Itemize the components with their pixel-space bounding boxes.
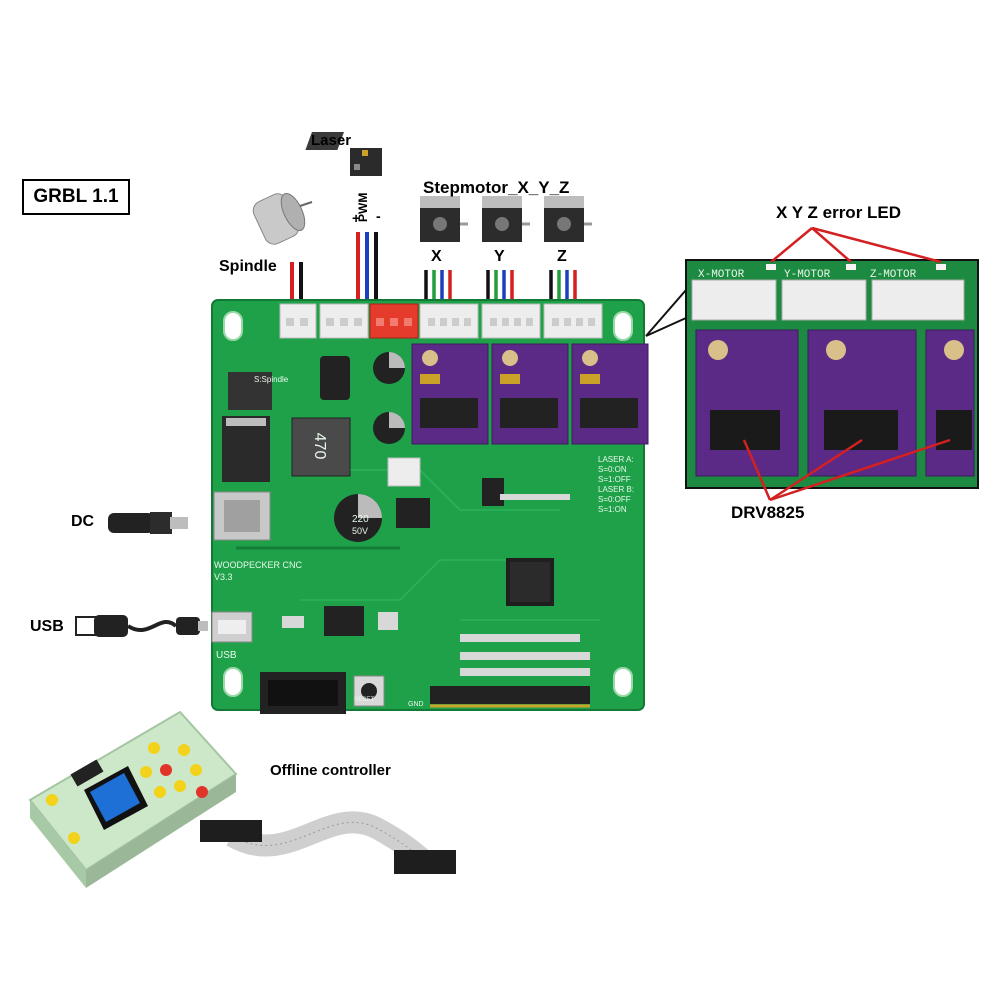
silk-laser-a-s0: S=0:ON xyxy=(598,465,627,474)
z-motor-connector xyxy=(543,303,603,339)
stepper-wires-y xyxy=(486,270,514,302)
capacitor-mid xyxy=(373,412,405,444)
stepper-motor-z-image xyxy=(544,196,592,242)
axis-z-label: Z xyxy=(557,248,567,265)
silk-laser-b: LASER B: xyxy=(598,485,634,494)
pin-header-row xyxy=(430,686,590,708)
spindle-wires xyxy=(290,262,303,300)
offline-controller-label: Offline controller xyxy=(270,762,391,779)
smd-components xyxy=(282,494,590,676)
capacitor-large: 220 50V xyxy=(334,494,382,542)
ribbon-cable-image xyxy=(200,811,456,874)
y-motor-connector xyxy=(481,303,541,339)
cap-220-label: 220 xyxy=(352,514,369,525)
silk-laser-a: LASER A: xyxy=(598,455,634,464)
silk-spindle: S:Spindle xyxy=(254,375,289,384)
ic-u4 xyxy=(482,478,504,506)
pwm-label: PWM xyxy=(356,192,370,222)
silk-laser-b-s1: S=1:ON xyxy=(598,505,627,514)
zoom-inset: X-MOTOR Y-MOTOR Z-MOTOR xyxy=(685,259,979,489)
white-connector xyxy=(387,457,421,487)
zoom-line-bottom xyxy=(645,317,687,337)
usb-cable-image xyxy=(75,615,208,637)
silk-laser-a-s1: S=1:OFF xyxy=(598,475,631,484)
ic-u1 xyxy=(324,606,364,636)
zoom-y-motor-label: Y-MOTOR xyxy=(784,269,831,281)
dc-jack-socket xyxy=(213,491,271,541)
drv8825-label: DRV8825 xyxy=(731,503,805,522)
laser-label: Laser xyxy=(311,132,352,149)
microcontroller xyxy=(506,558,554,606)
stepmotor-label: Stepmotor_X_Y_Z xyxy=(423,178,570,197)
axis-y-label: Y xyxy=(494,248,505,265)
silk-usb: USB xyxy=(216,650,237,661)
dc-label: DC xyxy=(71,513,95,530)
spindle-label: Spindle xyxy=(219,258,277,275)
stepper-wires-z xyxy=(549,270,577,302)
error-led-label: X Y Z error LED xyxy=(776,203,902,222)
stepper-motor-x-image xyxy=(420,196,468,242)
silk-version: V3.3 xyxy=(214,572,233,582)
silk-gnd: GND xyxy=(408,701,424,708)
stepper-wires-x xyxy=(424,270,452,302)
silk-reset: RESET xyxy=(354,697,374,703)
inductor: 470 xyxy=(291,417,351,477)
dc-plug-image xyxy=(108,512,188,534)
grbl-version-box: GRBL 1.1 xyxy=(22,179,130,215)
spindle-motor-image xyxy=(252,192,313,245)
ic-u2 xyxy=(396,498,430,528)
drv8825-arrows xyxy=(742,438,951,502)
error-led-x xyxy=(766,264,776,270)
voltage-regulator xyxy=(222,372,272,482)
inductor-label: 470 xyxy=(311,433,328,460)
silk-brand: WOODPECKER CNC xyxy=(214,560,303,570)
driver-y-board xyxy=(491,343,569,445)
spindle-connector xyxy=(279,303,317,339)
laser-b-connector xyxy=(369,303,419,339)
zoom-line-top xyxy=(645,289,687,337)
axis-x-label: X xyxy=(431,248,442,265)
driver-z-board xyxy=(571,343,649,445)
error-led-y xyxy=(846,264,856,270)
cap-50v-label: 50V xyxy=(352,526,368,536)
error-led-arrows xyxy=(770,226,942,264)
laser-a-connector xyxy=(319,303,369,339)
zoom-x-motor-label: X-MOTOR xyxy=(698,269,745,281)
zoom-z-motor-label: Z-MOTOR xyxy=(870,269,917,281)
error-led-z xyxy=(936,264,946,270)
offline-controller-header xyxy=(260,672,346,714)
pwm-plus-label: + xyxy=(352,210,361,226)
stepper-motor-y-image xyxy=(482,196,530,242)
laser-wires xyxy=(356,232,378,300)
silk-laser-b-s0: S=0:OFF xyxy=(598,495,631,504)
usb-socket xyxy=(211,611,253,643)
driver-x-board xyxy=(411,343,489,445)
x-motor-connector xyxy=(419,303,479,339)
laser-module-image xyxy=(305,132,382,176)
reset-button xyxy=(353,675,385,707)
offline-controller-image xyxy=(28,710,238,888)
capacitor-c20 xyxy=(320,356,350,400)
capacitor-top xyxy=(373,352,405,384)
pwm-minus-label: - xyxy=(376,208,381,224)
usb-label: USB xyxy=(30,618,64,635)
